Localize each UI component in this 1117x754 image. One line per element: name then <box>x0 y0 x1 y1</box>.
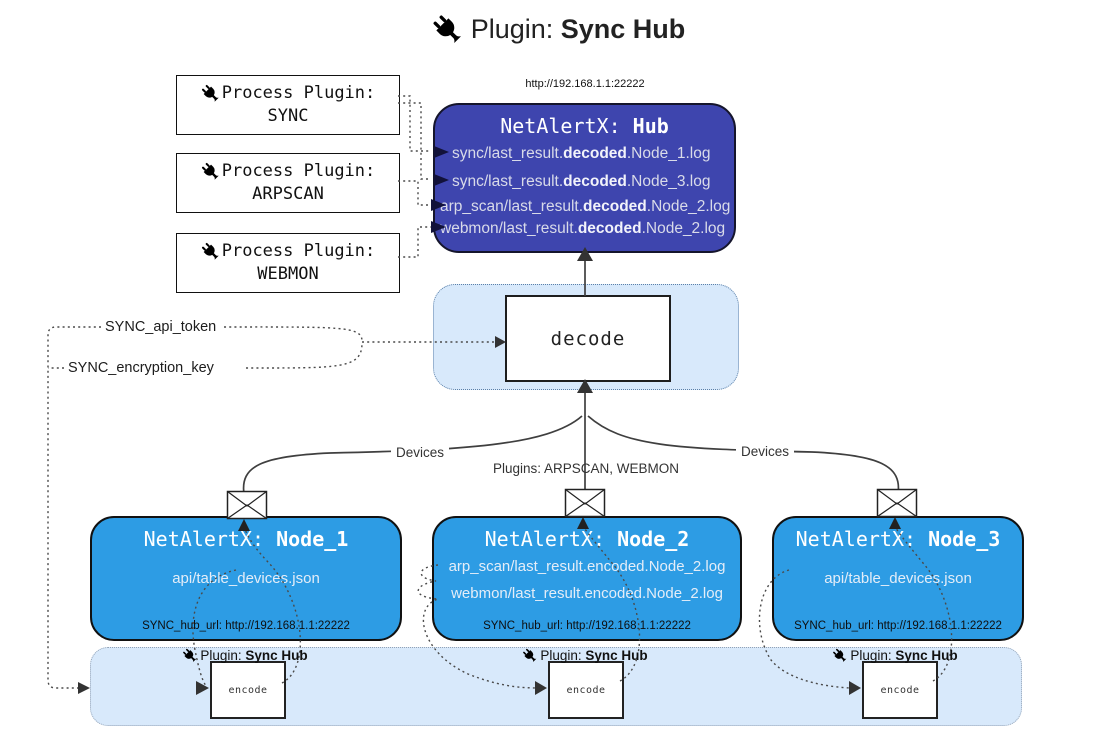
encoder-plugin-label: Plugin: Sync Hub <box>522 648 648 663</box>
process-plugin-label: Process Plugin: <box>221 83 376 104</box>
node-file: webmon/last_result.encoded.Node_2.log <box>451 585 723 602</box>
node-file: arp_scan/last_result.encoded.Node_2.log <box>448 558 726 575</box>
decode-label: decode <box>550 327 626 350</box>
process-plugin-label: Process Plugin: <box>221 161 376 182</box>
envelope-icon-node3 <box>876 488 918 518</box>
process-plugin-name: SYNC <box>267 106 309 126</box>
process-plugin-box-arpscan: Process Plugin: ARPSCAN <box>176 153 400 213</box>
node-title: NetAlertX: Node_3 <box>795 527 1001 551</box>
encode-box: encode <box>210 661 286 719</box>
edge-label-devices-right: Devices <box>735 444 795 459</box>
encoder-plugin-label: Plugin: Sync Hub <box>832 648 958 663</box>
hub-url-label: http://192.168.1.1:22222 <box>525 78 645 90</box>
hub-log-line: sync/last_result.decoded.Node_3.log <box>452 173 711 190</box>
node-title: NetAlertX: Node_2 <box>484 527 690 551</box>
process-plugin-name: ARPSCAN <box>252 184 324 204</box>
setting-sync-api-token: SYNC_api_token <box>103 319 219 335</box>
edge-encryption-key-to-decode <box>245 342 363 369</box>
encode-box: encode <box>548 661 624 719</box>
hub-log-line: sync/last_result.decoded.Node_1.log <box>452 145 711 162</box>
plug-icon <box>182 648 197 663</box>
edge-arpscan-to-log <box>398 180 431 206</box>
edge-label-plugins: Plugins: ARPSCAN, WEBMON <box>492 461 680 476</box>
page-title: Plugin: Sync Hub <box>0 14 1117 45</box>
plug-icon <box>432 14 463 45</box>
edge-settings-to-encoder <box>47 326 101 689</box>
node-box-node-1: NetAlertX: Node_1 api/table_devices.json… <box>90 516 402 641</box>
node-hub-url: SYNC_hub_url: http://192.168.1.1:22222 <box>483 620 691 632</box>
plug-icon <box>201 84 220 103</box>
encoder-plugin-label: Plugin: Sync Hub <box>182 648 308 663</box>
hub-title: NetAlertX: Hub <box>500 114 669 138</box>
node-file: api/table_devices.json <box>824 570 972 587</box>
process-plugin-box-webmon: Process Plugin: WEBMON <box>176 233 400 293</box>
plug-icon <box>201 242 220 261</box>
edge-webmon-to-log <box>398 226 431 258</box>
hub-box: NetAlertX: Hub sync/last_result.decoded.… <box>433 103 736 253</box>
process-plugin-label: Process Plugin: <box>221 241 376 262</box>
node-box-node-2: NetAlertX: Node_2 arp_scan/last_result.e… <box>432 516 742 641</box>
edge-sync-to-node3-log <box>398 102 431 180</box>
plug-icon <box>522 648 537 663</box>
edge-label-devices-left: Devices <box>390 445 450 460</box>
edge-api-token-to-decode <box>223 326 363 342</box>
hub-log-line: arp_scan/last_result.decoded.Node_2.log <box>440 198 731 215</box>
process-plugin-name: WEBMON <box>257 264 319 284</box>
arrowhead-into-encoder-panel <box>78 682 90 694</box>
plug-icon <box>201 162 220 181</box>
node-hub-url: SYNC_hub_url: http://192.168.1.1:22222 <box>142 620 350 632</box>
setting-sync-encryption-key: SYNC_encryption_key <box>66 360 216 376</box>
page-title-text: Plugin: Sync Hub <box>470 14 686 44</box>
plug-icon <box>832 648 847 663</box>
node-file: api/table_devices.json <box>172 570 320 587</box>
hub-log-line: webmon/last_result.decoded.Node_2.log <box>440 220 726 237</box>
edge-sync-to-node1-log <box>398 95 431 152</box>
envelope-icon-node1 <box>226 490 268 520</box>
node-title: NetAlertX: Node_1 <box>143 527 349 551</box>
node-hub-url: SYNC_hub_url: http://192.168.1.1:22222 <box>794 620 1002 632</box>
encode-box: encode <box>862 661 938 719</box>
envelope-icon-node2 <box>564 488 606 518</box>
node-box-node-3: NetAlertX: Node_3 api/table_devices.json… <box>772 516 1024 641</box>
decode-box: decode <box>505 295 671 382</box>
process-plugin-box-sync: Process Plugin: SYNC <box>176 75 400 135</box>
